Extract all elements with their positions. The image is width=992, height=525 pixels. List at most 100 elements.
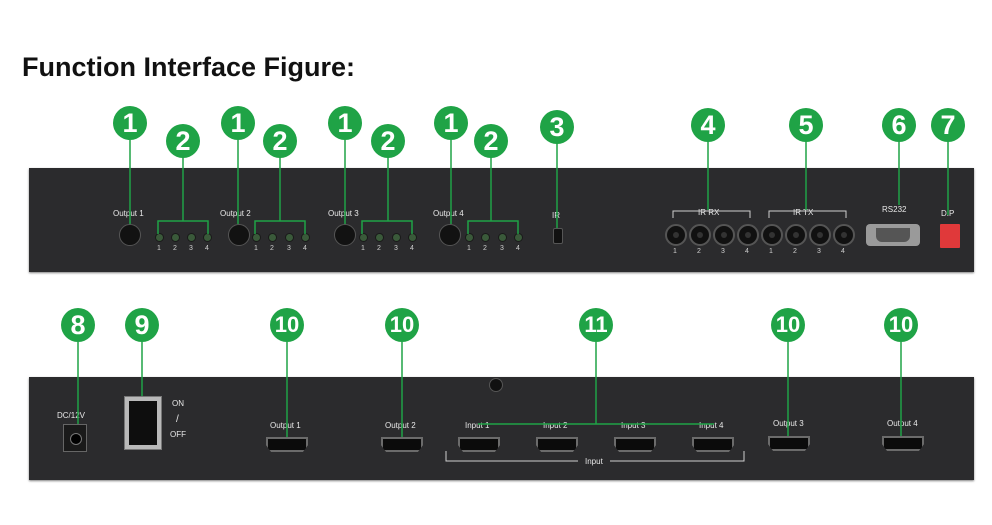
- callout-badge-9: 9: [125, 308, 159, 342]
- led-number: 2: [173, 245, 177, 252]
- callout-badge-3: 3: [540, 110, 574, 144]
- port-number: 2: [793, 248, 797, 255]
- ir-rx-label: IR RX: [698, 208, 720, 217]
- input4-label: Input 4: [699, 421, 724, 430]
- ir-rx-port[interactable]: [665, 224, 687, 246]
- port-number: 2: [697, 248, 701, 255]
- input3-label: Input 3: [621, 421, 646, 430]
- callout-badge-2: 2: [474, 124, 508, 158]
- led-indicator: [465, 233, 474, 242]
- led-number: 1: [361, 245, 365, 252]
- led-number: 3: [500, 245, 504, 252]
- led-indicator: [392, 233, 401, 242]
- input4-hdmi-port[interactable]: [692, 437, 734, 452]
- output1-select-button[interactable]: [119, 224, 141, 246]
- ir-tx-label: IR TX: [793, 208, 814, 217]
- led-number: 1: [254, 245, 258, 252]
- port-number: 4: [841, 248, 845, 255]
- callout-badge-4: 4: [691, 108, 725, 142]
- input2-label: Input 2: [543, 421, 568, 430]
- led-number: 3: [394, 245, 398, 252]
- led-indicator: [187, 233, 196, 242]
- output1-hdmi-port[interactable]: [266, 437, 308, 452]
- dc-power-jack[interactable]: [63, 424, 87, 452]
- input1-hdmi-port[interactable]: [458, 437, 500, 452]
- ir-rx-port[interactable]: [713, 224, 735, 246]
- port-number: 3: [721, 248, 725, 255]
- led-indicator: [285, 233, 294, 242]
- led-indicator: [268, 233, 277, 242]
- callout-badge-6: 6: [882, 108, 916, 142]
- led-number: 3: [189, 245, 193, 252]
- led-indicator: [359, 233, 368, 242]
- callout-badge-10: 10: [385, 308, 419, 342]
- led-number: 1: [157, 245, 161, 252]
- front-output3-label: Output 3: [328, 209, 359, 218]
- dip-switch[interactable]: [940, 224, 960, 248]
- callout-badge-1: 1: [328, 106, 362, 140]
- on-label: ON: [172, 399, 184, 408]
- led-number: 3: [287, 245, 291, 252]
- ir-tx-port[interactable]: [833, 224, 855, 246]
- led-indicator: [375, 233, 384, 242]
- callout-badge-5: 5: [789, 108, 823, 142]
- input-group-label: Input: [582, 457, 606, 466]
- led-number: 2: [270, 245, 274, 252]
- slash-label: /: [176, 414, 179, 425]
- led-indicator: [514, 233, 523, 242]
- callout-badge-8: 8: [61, 308, 95, 342]
- ir-tx-port[interactable]: [809, 224, 831, 246]
- callout-badge-10: 10: [270, 308, 304, 342]
- output3-hdmi-port[interactable]: [768, 436, 810, 451]
- output2-select-button[interactable]: [228, 224, 250, 246]
- port-number: 1: [673, 248, 677, 255]
- ir-tx-port[interactable]: [785, 224, 807, 246]
- led-number: 1: [467, 245, 471, 252]
- led-indicator: [203, 233, 212, 242]
- led-indicator: [171, 233, 180, 242]
- led-number: 4: [303, 245, 307, 252]
- port-number: 1: [769, 248, 773, 255]
- port-number: 3: [817, 248, 821, 255]
- callout-badge-1: 1: [221, 106, 255, 140]
- callout-badge-2: 2: [166, 124, 200, 158]
- callout-badge-2: 2: [263, 124, 297, 158]
- page-title: Function Interface Figure:: [22, 52, 356, 82]
- front-output1-label: Output 1: [113, 209, 144, 218]
- front-panel: [29, 168, 974, 272]
- led-indicator: [481, 233, 490, 242]
- power-switch[interactable]: [124, 396, 162, 450]
- front-output4-label: Output 4: [433, 209, 464, 218]
- led-number: 4: [205, 245, 209, 252]
- led-indicator: [498, 233, 507, 242]
- led-number: 4: [516, 245, 520, 252]
- dip-label: DIP: [941, 209, 955, 218]
- callout-badge-7: 7: [931, 108, 965, 142]
- input1-label: Input 1: [465, 421, 490, 430]
- ir-label: IR: [552, 211, 560, 220]
- ir-rx-port[interactable]: [689, 224, 711, 246]
- input2-hdmi-port[interactable]: [536, 437, 578, 452]
- rs232-label: RS232: [882, 205, 907, 214]
- front-output2-label: Output 2: [220, 209, 251, 218]
- back-output2-label: Output 2: [385, 421, 416, 430]
- rs232-port[interactable]: [866, 224, 920, 246]
- input3-hdmi-port[interactable]: [614, 437, 656, 452]
- output4-select-button[interactable]: [439, 224, 461, 246]
- callout-badge-2: 2: [371, 124, 405, 158]
- ir-tx-port[interactable]: [761, 224, 783, 246]
- callout-badge-1: 1: [113, 106, 147, 140]
- led-number: 4: [410, 245, 414, 252]
- output3-select-button[interactable]: [334, 224, 356, 246]
- led-number: 2: [377, 245, 381, 252]
- led-indicator: [252, 233, 261, 242]
- led-indicator: [408, 233, 417, 242]
- led-number: 2: [483, 245, 487, 252]
- callout-badge-11: 11: [579, 308, 613, 342]
- output4-hdmi-port[interactable]: [882, 436, 924, 451]
- off-label: OFF: [170, 430, 186, 439]
- ir-rx-port[interactable]: [737, 224, 759, 246]
- back-panel: [29, 377, 974, 480]
- led-indicator: [301, 233, 310, 242]
- output2-hdmi-port[interactable]: [381, 437, 423, 452]
